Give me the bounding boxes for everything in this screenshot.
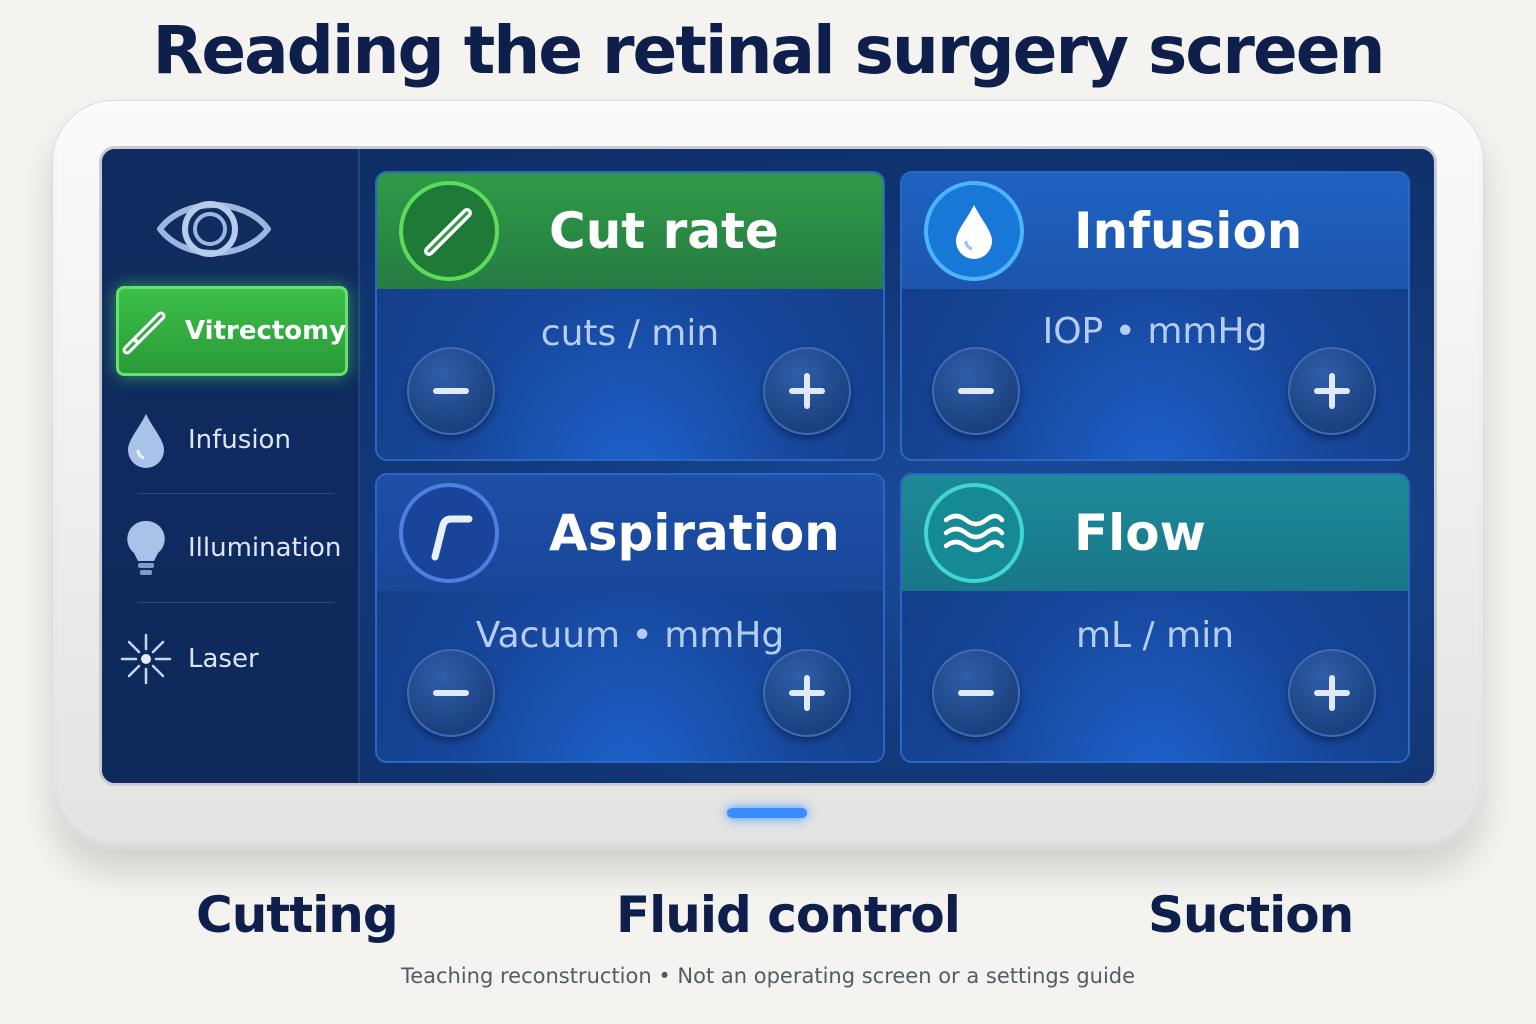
sidebar-item-illumination[interactable]: Illumination bbox=[116, 503, 348, 593]
sidebar-item-label: Illumination bbox=[188, 533, 342, 563]
laser-burst-icon bbox=[116, 631, 176, 687]
flow-increase-button[interactable] bbox=[1288, 649, 1376, 737]
card-title: Cut rate bbox=[549, 202, 779, 260]
card-unit: Vacuum • mmHg bbox=[475, 615, 785, 656]
card-title: Aspiration bbox=[549, 504, 840, 562]
flow-card: Flow mL / min bbox=[900, 473, 1410, 763]
cutter-icon bbox=[399, 181, 499, 281]
minus-icon bbox=[958, 388, 994, 394]
sidebar-item-vitrectomy[interactable]: Vitrectomy bbox=[116, 286, 348, 376]
card-title: Flow bbox=[1074, 504, 1206, 562]
minus-icon bbox=[433, 388, 469, 394]
card-unit: cuts / min bbox=[540, 313, 720, 354]
card-header: Flow bbox=[902, 475, 1408, 591]
card-header: Cut rate bbox=[377, 173, 883, 289]
lightbulb-icon bbox=[116, 519, 176, 577]
section-label-cutting: Cutting bbox=[196, 886, 399, 944]
sidebar-item-label: Laser bbox=[188, 644, 259, 674]
plus-icon bbox=[789, 675, 825, 711]
cut-rate-decrease-button[interactable] bbox=[407, 347, 495, 435]
sidebar-item-label: Infusion bbox=[188, 425, 291, 455]
infusion-decrease-button[interactable] bbox=[932, 347, 1020, 435]
droplet-icon bbox=[924, 181, 1024, 281]
cut-rate-card: Cut rate cuts / min bbox=[375, 171, 885, 461]
footnote: Teaching reconstruction • Not an operati… bbox=[400, 964, 1136, 988]
minus-icon bbox=[958, 690, 994, 696]
cutter-icon bbox=[119, 304, 173, 358]
aspiration-increase-button[interactable] bbox=[763, 649, 851, 737]
plus-icon bbox=[1314, 675, 1350, 711]
aspiration-probe-icon bbox=[399, 483, 499, 583]
sidebar-item-infusion[interactable]: Infusion bbox=[116, 395, 348, 485]
waves-icon bbox=[924, 483, 1024, 583]
plus-icon bbox=[1314, 373, 1350, 409]
section-label-suction: Suction bbox=[1148, 886, 1354, 944]
sidebar-divider bbox=[138, 602, 334, 603]
card-unit: mL / min bbox=[1075, 615, 1235, 656]
card-title: Infusion bbox=[1074, 202, 1303, 260]
aspiration-card: Aspiration Vacuum • mmHg bbox=[375, 473, 885, 763]
infusion-card: Infusion IOP • mmHg bbox=[900, 171, 1410, 461]
plus-icon bbox=[789, 373, 825, 409]
home-indicator-light bbox=[727, 808, 807, 818]
minus-icon bbox=[433, 690, 469, 696]
infusion-increase-button[interactable] bbox=[1288, 347, 1376, 435]
touch-screen: Vitrectomy Infusion Illumination bbox=[99, 146, 1437, 786]
flow-decrease-button[interactable] bbox=[932, 649, 1020, 737]
eye-icon bbox=[157, 201, 271, 257]
section-label-fluid-control: Fluid control bbox=[616, 886, 961, 944]
cut-rate-increase-button[interactable] bbox=[763, 347, 851, 435]
aspiration-decrease-button[interactable] bbox=[407, 649, 495, 737]
card-unit: IOP • mmHg bbox=[1042, 311, 1268, 352]
droplet-icon bbox=[116, 412, 176, 468]
sidebar-item-laser[interactable]: Laser bbox=[116, 614, 348, 704]
card-header: Infusion bbox=[902, 173, 1408, 289]
sidebar-divider bbox=[138, 493, 334, 494]
sidebar: Vitrectomy Infusion Illumination bbox=[102, 149, 360, 783]
page-title: Reading the retinal surgery screen bbox=[152, 12, 1386, 89]
card-header: Aspiration bbox=[377, 475, 883, 591]
sidebar-item-label: Vitrectomy bbox=[185, 316, 347, 346]
